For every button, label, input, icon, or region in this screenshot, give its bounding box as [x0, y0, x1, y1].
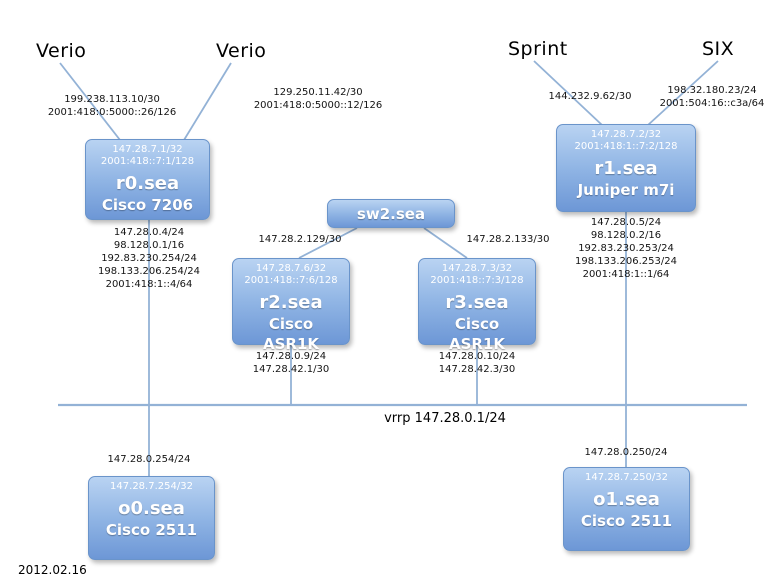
link-address: 144.232.9.62/30	[548, 91, 632, 102]
uplink-addresses-verio-2: 129.250.11.42/30 2001:418:0:5000::12/126	[243, 86, 393, 112]
node-name: o0.sea	[118, 498, 185, 519]
node-name: r1.sea	[594, 158, 658, 179]
link-address: 199.238.113.10/30	[64, 94, 160, 105]
loopback-address: 2001:418:1::7:2/128	[574, 141, 678, 152]
loopback-address: 147.28.7.250/32	[585, 472, 668, 483]
interface-address: 192.83.230.253/24	[578, 243, 674, 254]
interface-address: 147.28.0.5/24	[590, 217, 662, 228]
link-address: 147.28.2.133/30	[466, 234, 550, 245]
node-model: Cisco	[454, 315, 500, 333]
provider-label-six: SIX	[702, 38, 735, 60]
date-label: 2012.02.16	[18, 563, 87, 577]
interface-address: 198.133.206.254/24	[98, 266, 200, 277]
link-address-sw2-r3: 147.28.2.133/30	[455, 233, 561, 246]
interface-address: 147.28.0.250/24	[584, 447, 668, 458]
uplink-addresses-sprint: 144.232.9.62/30	[535, 90, 645, 103]
loopback-address: 147.28.7.254/32	[110, 481, 193, 492]
interface-address: 98.128.0.2/16	[590, 230, 662, 241]
node-r1: 147.28.7.2/32 2001:418:1::7:2/128 r1.sea…	[556, 124, 696, 212]
loopback-address: 2001:418::7:1/128	[100, 156, 195, 167]
interface-address: 98.128.0.1/16	[113, 240, 185, 251]
node-name: sw2.sea	[356, 204, 426, 223]
interface-address: 147.28.42.1/30	[252, 364, 330, 375]
interface-address: 147.28.0.4/24	[113, 227, 185, 238]
node-r0: 147.28.7.1/32 2001:418::7:1/128 r0.sea C…	[85, 139, 210, 220]
interface-address: 147.28.0.10/24	[438, 351, 516, 362]
link-address: 198.32.180.23/24	[667, 85, 757, 96]
vrrp-bus-label: vrrp 147.28.0.1/24	[384, 411, 506, 426]
node-o1: 147.28.7.250/32 o1.sea Cisco 2511	[563, 467, 690, 551]
link-address: 129.250.11.42/30	[273, 87, 363, 98]
node-name: r0.sea	[115, 173, 180, 194]
provider-label-verio-2: Verio	[216, 40, 267, 62]
uplink-address-o0: 147.28.0.254/24	[94, 453, 204, 466]
loopback-address: 2001:418::7:6/128	[244, 275, 338, 286]
link-address-sw2-r2: 147.28.2.129/30	[247, 233, 353, 246]
connector-verio2-r0	[183, 62, 232, 141]
loopback-address: 147.28.7.1/32	[112, 144, 183, 155]
link-address: 147.28.2.129/30	[258, 234, 342, 245]
provider-label-verio-1: Verio	[36, 40, 87, 62]
node-model: ASR1K	[448, 335, 506, 353]
interface-address: 2001:418:1::1/64	[582, 269, 670, 280]
interface-address: 192.83.230.254/24	[101, 253, 197, 264]
node-name: o1.sea	[593, 489, 660, 510]
uplink-addresses-six: 198.32.180.23/24 2001:504:16::c3a/64	[647, 84, 777, 110]
link-address: 2001:504:16::c3a/64	[659, 98, 765, 109]
link-address: 2001:418:0:5000::26/126	[47, 107, 177, 118]
interface-addresses-r3: 147.28.0.10/24 147.28.42.3/30	[422, 350, 532, 376]
interface-addresses-r0: 147.28.0.4/24 98.128.0.1/16 192.83.230.2…	[74, 226, 224, 291]
node-model: Cisco 2511	[580, 512, 673, 530]
link-address: 2001:418:0:5000::12/126	[253, 100, 383, 111]
node-sw2: sw2.sea	[327, 199, 455, 228]
loopback-address: 147.28.7.3/32	[441, 263, 513, 274]
provider-label-sprint: Sprint	[508, 38, 568, 60]
node-model: Juniper m7i	[577, 181, 675, 199]
node-r2: 147.28.7.6/32 2001:418::7:6/128 r2.sea C…	[232, 258, 350, 353]
interface-address: 147.28.0.254/24	[107, 454, 191, 465]
node-name: r3.sea	[445, 292, 509, 313]
node-model: Cisco 2511	[105, 521, 198, 539]
loopback-address: 147.28.7.2/32	[590, 129, 662, 140]
interface-address: 147.28.42.3/30	[438, 364, 516, 375]
interface-address: 2001:418:1::4/64	[105, 279, 193, 290]
loopback-address: 2001:418::7:3/128	[430, 275, 524, 286]
interface-address: 147.28.0.9/24	[255, 351, 327, 362]
node-model: Cisco	[268, 315, 314, 333]
loopback-address: 147.28.7.6/32	[255, 263, 327, 274]
uplink-addresses-verio-1: 199.238.113.10/30 2001:418:0:5000::26/12…	[37, 93, 187, 119]
interface-addresses-r1: 147.28.0.5/24 98.128.0.2/16 192.83.230.2…	[551, 216, 701, 281]
node-model: ASR1K	[262, 335, 320, 353]
interface-addresses-r2: 147.28.0.9/24 147.28.42.1/30	[236, 350, 346, 376]
interface-address: 198.133.206.253/24	[575, 256, 677, 267]
node-name: r2.sea	[259, 292, 323, 313]
node-r3: 147.28.7.3/32 2001:418::7:3/128 r3.sea C…	[418, 258, 536, 353]
node-model: Cisco 7206	[101, 196, 194, 214]
uplink-address-o1: 147.28.0.250/24	[571, 446, 681, 459]
node-o0: 147.28.7.254/32 o0.sea Cisco 2511	[88, 476, 215, 560]
